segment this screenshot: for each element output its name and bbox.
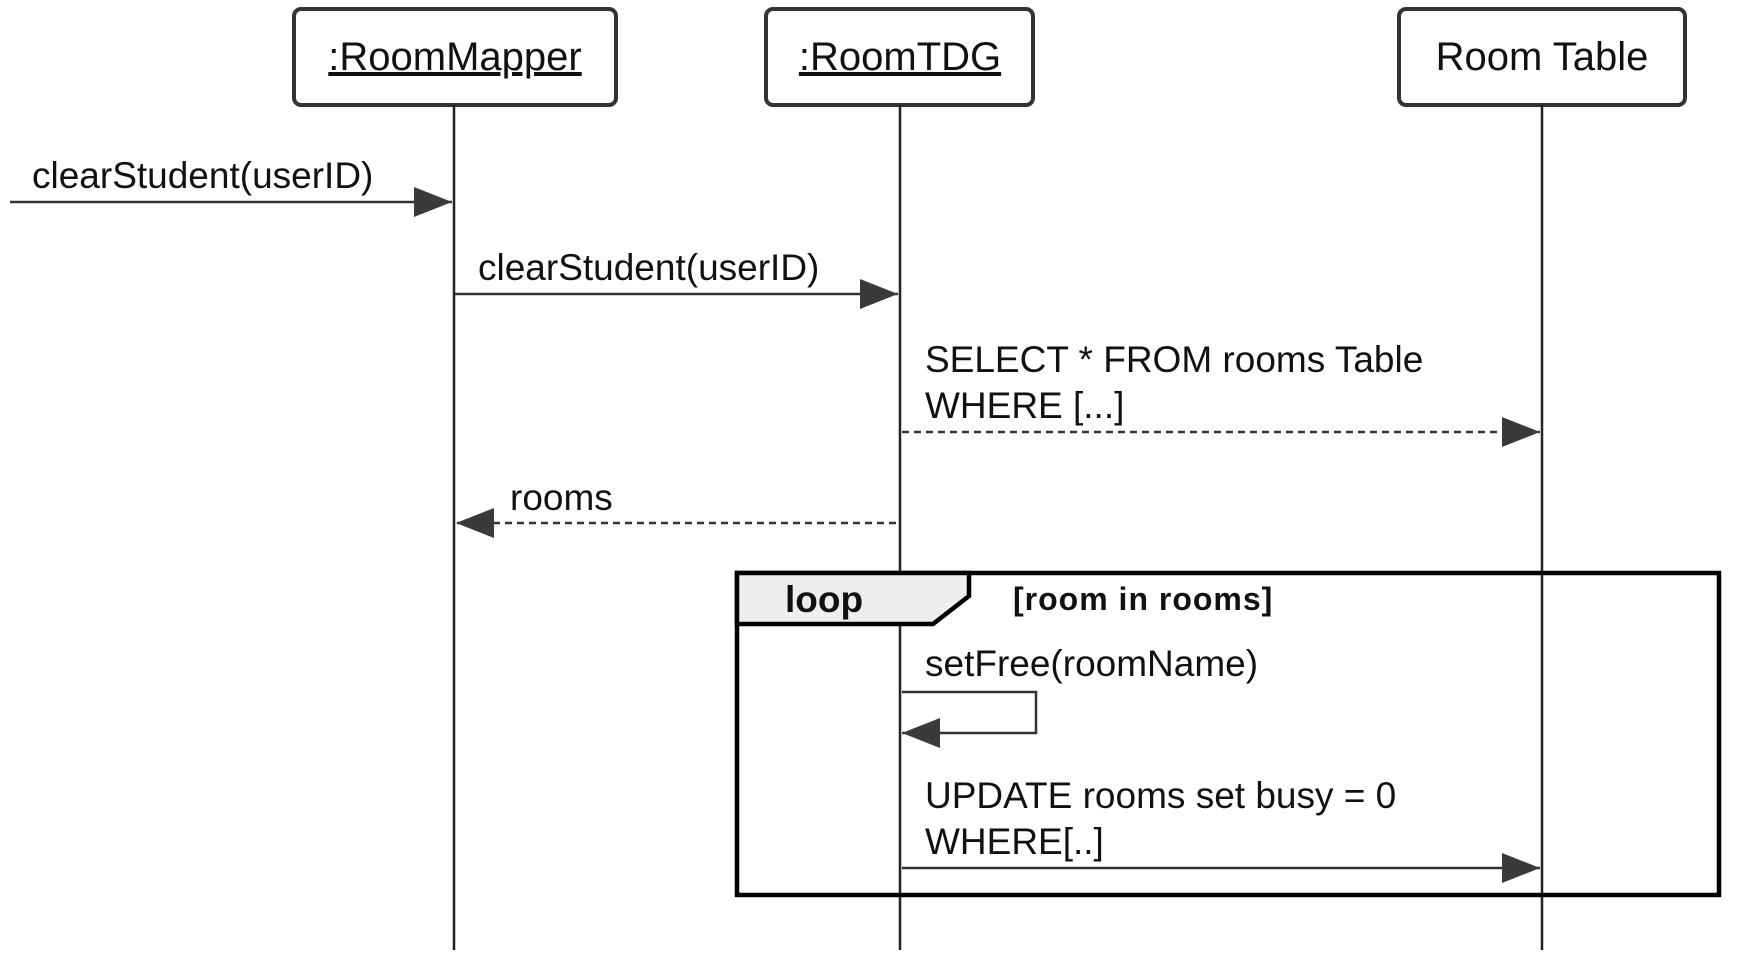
message-clearstudent-external: clearStudent(userID): [10, 155, 452, 217]
loop-operator: loop: [785, 579, 863, 620]
message-rooms-return: rooms: [456, 477, 896, 538]
message-label-line-2: WHERE[..]: [925, 821, 1104, 862]
message-label-line-2: WHERE [...]: [925, 385, 1124, 426]
message-label-line-1: SELECT * FROM rooms Table: [925, 339, 1423, 380]
lifeline-label: :RoomMapper: [328, 35, 581, 79]
message-arrow: [902, 690, 1038, 748]
message-clearstudent-internal: clearStudent(userID): [455, 247, 898, 309]
lifeline-label: :RoomTDG: [799, 35, 1001, 79]
message-select-query: SELECT * FROM rooms Table WHERE [...]: [902, 339, 1540, 447]
lifeline-label: Room Table: [1436, 35, 1649, 79]
message-label: clearStudent(userID): [478, 247, 819, 288]
loop-frame: [734, 570, 1722, 898]
loop-fragment: loop [room in rooms]: [734, 570, 1722, 898]
lifeline-roomtdg: :RoomTDG: [764, 7, 1035, 107]
loop-tab: [734, 570, 972, 627]
message-label: clearStudent(userID): [32, 155, 373, 196]
message-label: rooms: [510, 477, 613, 518]
message-update-query: UPDATE rooms set busy = 0 WHERE[..]: [902, 775, 1540, 883]
message-label-line-1: UPDATE rooms set busy = 0: [925, 775, 1396, 816]
message-setfree-self: setFree(roomName): [902, 643, 1258, 748]
lifeline-room-table: Room Table: [1397, 7, 1687, 107]
message-label: setFree(roomName): [925, 643, 1258, 684]
loop-guard: [room in rooms]: [1013, 581, 1273, 617]
lifeline-roommapper: :RoomMapper: [292, 7, 618, 107]
